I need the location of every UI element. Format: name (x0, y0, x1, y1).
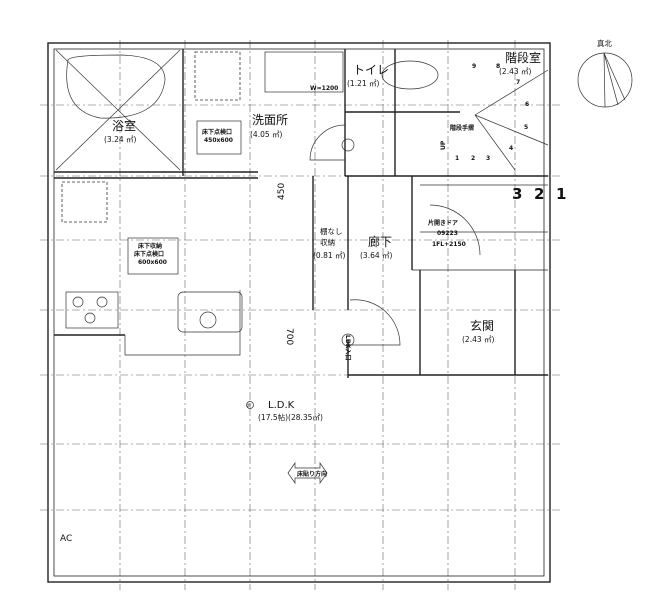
hall-label: 廊下 (368, 234, 392, 249)
storage-label-1: 棚なし (320, 226, 343, 236)
underfloor-hatch-label: 床下点検口 (134, 250, 164, 258)
grid-label-2: 2 (534, 185, 544, 203)
grid-label-3: 3 (512, 185, 522, 203)
light-symbol: 照 (247, 403, 251, 408)
north-compass: 真北 (577, 38, 633, 108)
door-height: 1FL+2150 (432, 241, 466, 248)
walls (47, 42, 551, 583)
underfloor-size: 600x600 (138, 259, 167, 266)
step-number: 4 (509, 145, 513, 152)
door-code: 09223 (437, 230, 458, 237)
bath-label: 浴室 (112, 118, 136, 133)
dimension-700: 700 (284, 328, 294, 345)
step-number: 1 (455, 155, 459, 162)
ldk-area: (17.5帖)(28.35㎡) (258, 412, 323, 422)
door-type: 片開きドア (428, 219, 458, 227)
washroom-area: (4.05 ㎡) (250, 130, 283, 139)
hatch-size: 450x600 (204, 137, 233, 144)
grid-label-1: 1 (556, 185, 566, 203)
dimension-450: 450 (277, 183, 287, 200)
bath-area: (3.24 ㎡) (104, 135, 137, 144)
step-number: 2 (471, 155, 475, 162)
up-label: UP (440, 140, 447, 150)
stair-label: 階段室 (505, 50, 541, 65)
underfloor-storage-label: 床下収納 (138, 242, 162, 250)
step-number: 5 (524, 124, 528, 131)
floor-direction-label: 床貼り方向 (297, 470, 327, 478)
step-number: 6 (525, 101, 529, 108)
north-label: 真北 (597, 38, 612, 48)
toilet-label: トイレ (353, 63, 389, 77)
step-number: 7 (516, 79, 520, 86)
toilet-area: (1.21 ㎡) (347, 79, 380, 88)
washroom-label: 洗面所 (252, 113, 288, 127)
entrance-area: (2.43 ㎡) (462, 335, 495, 344)
hatch-label: 床下点検口 (202, 128, 232, 136)
vanity-width: W=1200 (310, 85, 338, 92)
step-number: 3 (486, 155, 490, 162)
step-number: 8 (496, 63, 500, 70)
storage-label-2: 収納 (320, 237, 335, 247)
ldk-label: L.D.K (268, 400, 295, 411)
ldk-entry-label: LDK入口 (344, 335, 351, 360)
entrance-label: 玄関 (470, 318, 494, 333)
hall-area: (3.64 ㎡) (360, 251, 393, 260)
stair-steps: 1 2 3 4 5 6 7 8 9 (455, 63, 529, 162)
step-number: 9 (472, 63, 476, 70)
floor-direction-arrow (287, 461, 328, 485)
storage-area: (0.81 ㎡) (313, 251, 346, 260)
stair-area: (2.43 ㎡) (499, 67, 532, 76)
ac-label: AC (60, 534, 72, 544)
handrail-label: 階段手摺 (450, 124, 474, 132)
